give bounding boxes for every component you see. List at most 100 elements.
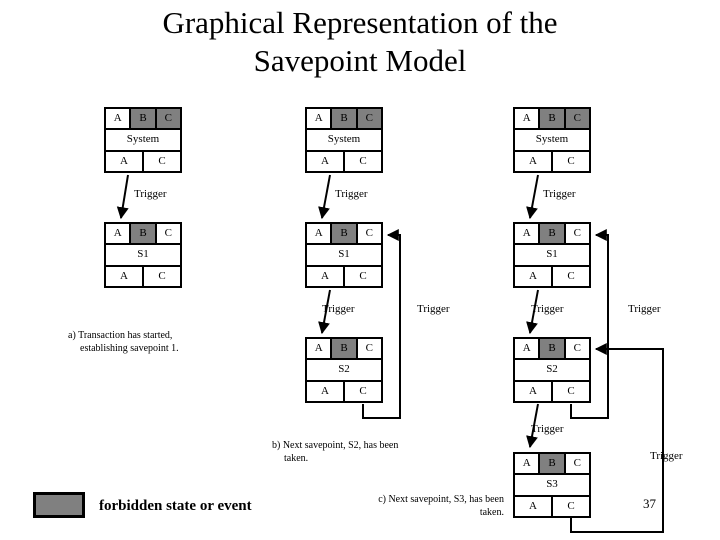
cell-b: B xyxy=(129,224,155,244)
cell-a: A xyxy=(515,109,539,129)
trigger-label-col-a-1: Trigger xyxy=(134,188,167,200)
box-bottom-row: A C xyxy=(307,149,381,171)
box-name: S1 xyxy=(515,245,589,265)
cell-a: A xyxy=(515,224,539,244)
box-name: S2 xyxy=(307,360,381,380)
trigger-label-col-c-1: Trigger xyxy=(543,188,576,200)
cell-c: C xyxy=(142,151,180,171)
box-name: System xyxy=(515,130,589,150)
cell-c: C xyxy=(551,151,589,171)
cell-c: C xyxy=(343,151,381,171)
cell-b: B xyxy=(129,109,155,129)
page-title: Graphical Representation of the Savepoin… xyxy=(0,4,720,80)
caption-c-line-1: c) Next savepoint, S3, has been xyxy=(378,494,504,505)
box-name: System xyxy=(307,130,381,150)
trigger-label-col-b-3: Trigger xyxy=(417,303,450,315)
arrow-col-a-system-to-s1 xyxy=(116,174,129,220)
cell-c: C xyxy=(551,381,589,401)
cell-a: A xyxy=(515,151,551,171)
box-bottom-row: A C xyxy=(515,494,589,516)
box-top-row: A B C xyxy=(106,224,180,246)
state-box-col-c-s3[interactable]: A B C S3 A C xyxy=(513,452,591,518)
box-name-row: System xyxy=(106,130,180,150)
caption-a: a) Transaction has started, establishing… xyxy=(68,329,253,355)
cell-a: A xyxy=(307,381,343,401)
page-title-line-1: Graphical Representation of the xyxy=(162,5,558,40)
box-name: S2 xyxy=(515,360,589,380)
cell-a: A xyxy=(307,266,343,286)
state-box-col-a-system[interactable]: A B C System A C xyxy=(104,107,182,173)
cell-c: C xyxy=(343,266,381,286)
cell-b: B xyxy=(538,109,564,129)
cell-a: A xyxy=(515,454,539,474)
cell-b: B xyxy=(330,339,356,359)
cell-c: C xyxy=(551,266,589,286)
cell-a: A xyxy=(106,109,130,129)
box-name: S3 xyxy=(515,475,589,495)
state-box-col-b-s2[interactable]: A B C S2 A C xyxy=(305,337,383,403)
box-bottom-row: A C xyxy=(106,149,180,171)
box-bottom-row: A C xyxy=(307,379,381,401)
cell-c: C xyxy=(355,109,381,129)
caption-b-line-1: b) Next savepoint, S2, has been xyxy=(272,440,399,451)
state-box-col-a-s1[interactable]: A B C S1 A C xyxy=(104,222,182,288)
box-name-row: S3 xyxy=(515,475,589,495)
trigger-label-col-c-5: Trigger xyxy=(650,450,683,462)
cell-c: C xyxy=(343,381,381,401)
box-top-row: A B C xyxy=(515,339,589,361)
cell-b: B xyxy=(330,109,356,129)
box-top-row: A B C xyxy=(515,109,589,131)
caption-a-line-1: a) Transaction has started, xyxy=(68,330,173,341)
state-box-col-b-system[interactable]: A B C System A C xyxy=(305,107,383,173)
cell-a: A xyxy=(307,339,331,359)
box-bottom-row: A C xyxy=(106,264,180,286)
cell-c: C xyxy=(551,496,589,516)
box-bottom-row: A C xyxy=(515,149,589,171)
cell-a: A xyxy=(106,151,142,171)
cell-a: A xyxy=(106,266,142,286)
cell-a: A xyxy=(515,496,551,516)
state-box-col-c-system[interactable]: A B C System A C xyxy=(513,107,591,173)
state-box-col-c-s1[interactable]: A B C S1 A C xyxy=(513,222,591,288)
trigger-label-col-b-1: Trigger xyxy=(335,188,368,200)
legend-label-forbidden: forbidden state or event xyxy=(99,498,252,514)
cell-c: C xyxy=(563,109,589,129)
page-title-line-2: Savepoint Model xyxy=(253,43,467,78)
box-top-row: A B C xyxy=(106,109,180,131)
cell-a: A xyxy=(307,151,343,171)
box-name: S1 xyxy=(106,245,180,265)
box-name-row: S2 xyxy=(307,360,381,380)
caption-c: c) Next savepoint, S3, has been taken. xyxy=(348,493,504,519)
box-name-row: S1 xyxy=(307,245,381,265)
box-name-row: S1 xyxy=(106,245,180,265)
cell-b: B xyxy=(538,454,564,474)
box-bottom-row: A C xyxy=(515,264,589,286)
state-box-col-b-s1[interactable]: A B C S1 A C xyxy=(305,222,383,288)
page-number: 37 xyxy=(643,496,656,511)
caption-b-line-2: taken. xyxy=(284,453,309,464)
box-top-row: A B C xyxy=(515,454,589,476)
box-name-row: S2 xyxy=(515,360,589,380)
cell-c: C xyxy=(154,109,180,129)
arrow-col-c-system-to-s1 xyxy=(526,174,539,220)
cell-a: A xyxy=(307,224,331,244)
cell-a: A xyxy=(307,109,331,129)
cell-a: A xyxy=(106,224,130,244)
box-top-row: A B C xyxy=(307,224,381,246)
state-box-col-c-s2[interactable]: A B C S2 A C xyxy=(513,337,591,403)
cell-c: C xyxy=(563,339,589,359)
arrow-col-b-system-to-s1 xyxy=(318,174,331,220)
cell-b: B xyxy=(538,224,564,244)
box-name-row: S1 xyxy=(515,245,589,265)
box-top-row: A B C xyxy=(307,339,381,361)
cell-c: C xyxy=(355,224,381,244)
box-top-row: A B C xyxy=(515,224,589,246)
caption-c-line-2: taken. xyxy=(479,507,504,518)
box-bottom-row: A C xyxy=(515,379,589,401)
trigger-label-col-c-4: Trigger xyxy=(531,423,564,435)
box-name-row: System xyxy=(307,130,381,150)
box-bottom-row: A C xyxy=(307,264,381,286)
trigger-label-col-c-3: Trigger xyxy=(628,303,661,315)
cell-c: C xyxy=(154,224,180,244)
